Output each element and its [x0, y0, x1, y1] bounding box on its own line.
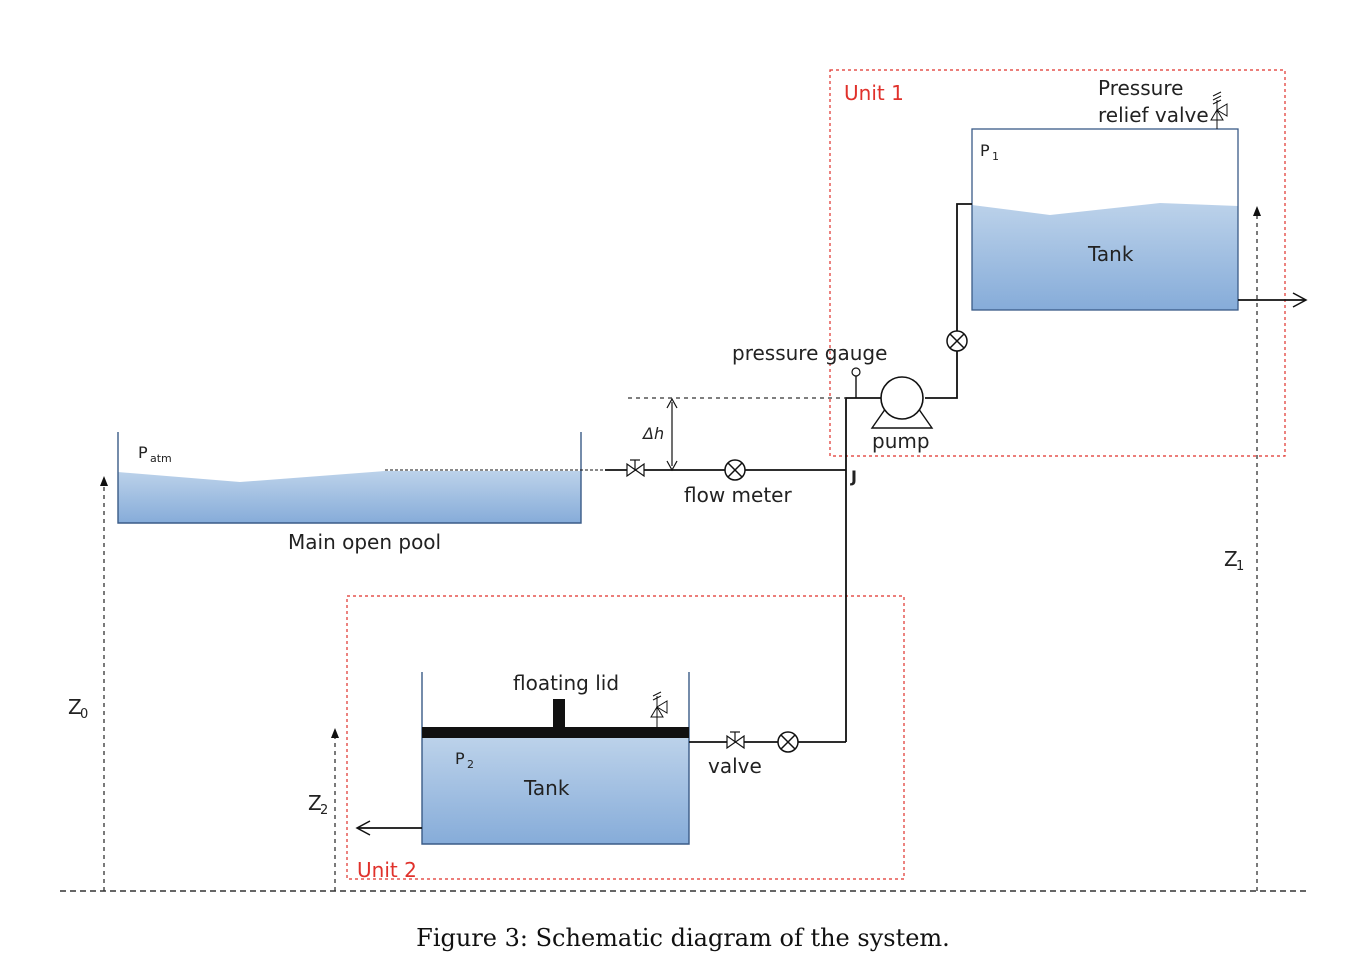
tank-1-pressure-label: P	[980, 141, 990, 160]
unit-2-label: Unit 2	[357, 858, 417, 882]
z1-sub: 1	[1236, 559, 1244, 574]
tank-2-valve-icon	[726, 731, 745, 750]
z0-arrowhead	[100, 476, 108, 486]
pump-to-tank-pipe	[925, 203, 972, 399]
tank-1-outlet-arrowhead	[1292, 292, 1308, 308]
pressure-gauge-icon	[851, 367, 861, 398]
unit-1-boundary	[829, 69, 1286, 457]
pool-outlet-valve-icon	[626, 459, 645, 478]
tank-2-outlet-arrowhead	[355, 820, 371, 836]
flow-meter-label: flow meter	[684, 483, 792, 507]
tank-2: P 2 Tank	[421, 672, 690, 845]
z0-label: Z	[68, 695, 82, 719]
tank-2-flow-meter-icon	[777, 731, 799, 753]
z1-label: Z	[1224, 547, 1238, 571]
tank-2-label: Tank	[523, 776, 570, 800]
tank-2-pressure-sub: 2	[467, 758, 474, 771]
pool-pressure-label: P	[138, 443, 148, 462]
pressure-relief-label-line2: relief valve	[1098, 103, 1209, 127]
pressure-relief-valve-icon	[1210, 91, 1228, 129]
main-pool-label: Main open pool	[288, 530, 441, 554]
z0-sub: 0	[80, 707, 88, 722]
tank-1-label: Tank	[1087, 242, 1134, 266]
pump-label: pump	[872, 429, 930, 453]
z2-arrowhead	[331, 728, 339, 738]
tank-1-water	[972, 203, 1238, 310]
pressure-relief-label-line1: Pressure	[1098, 76, 1183, 100]
figure-caption: Figure 3: Schematic diagram of the syste…	[416, 924, 950, 952]
tank-2-pressure-label: P	[455, 749, 465, 768]
z1-arrowhead	[1253, 206, 1261, 216]
unit-2-boundary	[346, 595, 905, 880]
tank-1: P 1 Tank	[971, 128, 1239, 311]
main-flow-meter-icon	[724, 459, 746, 481]
tank-2-relief-valve-icon	[650, 691, 668, 727]
main-pool-water	[118, 471, 581, 523]
pressure-gauge-label: pressure gauge	[732, 341, 887, 365]
pool-pressure-sub: atm	[150, 452, 172, 465]
unit-1-label: Unit 1	[844, 81, 904, 105]
floating-lid-stem	[553, 699, 565, 727]
floating-lid	[422, 727, 689, 738]
floating-lid-label: floating lid	[513, 671, 619, 695]
delta-h-arrowhead-top	[666, 397, 678, 409]
z2-label: Z	[308, 791, 322, 815]
tank-1-pressure-sub: 1	[992, 150, 999, 163]
junction-label: J	[850, 467, 857, 486]
main-open-pool: P atm	[117, 432, 605, 524]
tank-2-water	[422, 738, 689, 844]
valve-label: valve	[708, 754, 762, 778]
delta-h-label: Δh	[641, 424, 664, 443]
unit-1-flow-meter-icon	[946, 330, 968, 352]
pump-icon	[870, 376, 934, 429]
z2-sub: 2	[320, 803, 328, 818]
